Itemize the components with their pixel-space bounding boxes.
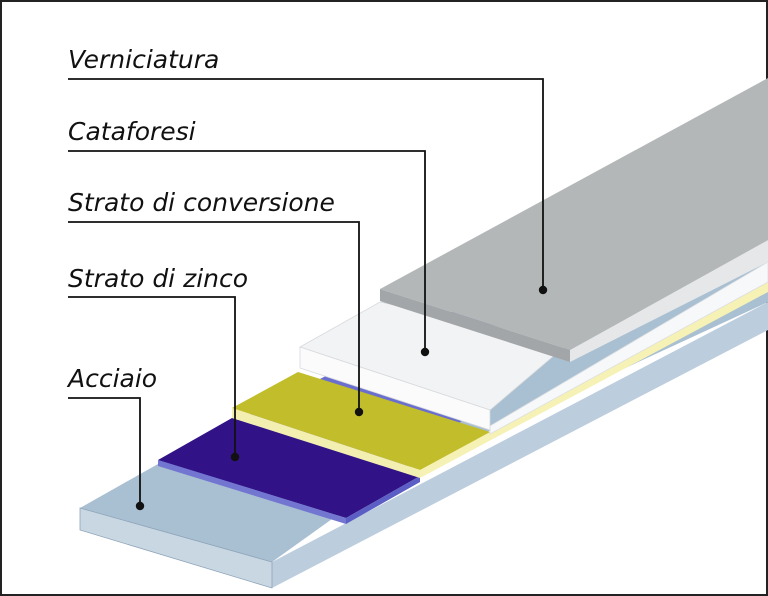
leader-zinc	[68, 296, 236, 457]
cataphoresis-front-face	[299, 346, 491, 431]
paint-side-face	[570, 240, 768, 362]
leader-paint	[68, 78, 544, 290]
dot-steel	[135, 501, 145, 511]
zinc-front-edge	[158, 460, 346, 524]
leader-dots	[135, 285, 548, 511]
cataphoresis-strip	[489, 261, 768, 435]
leader-steel	[68, 397, 141, 506]
label-steel: Acciaio	[66, 364, 157, 393]
dot-conversion	[354, 407, 364, 417]
dot-cataphoresis	[420, 347, 430, 357]
dot-paint	[538, 285, 548, 295]
leader-lines	[68, 78, 544, 506]
zinc-top-face	[158, 418, 420, 518]
steel-front-edge	[79, 507, 273, 589]
conversion-front-edge	[232, 408, 420, 478]
layer-paint	[380, 78, 768, 362]
leader-cataphoresis	[68, 150, 426, 352]
label-conversion: Strato di conversione	[68, 188, 335, 217]
label-paint: Verniciatura	[68, 45, 219, 74]
paint-top-face	[380, 78, 768, 350]
paint-front-face	[380, 289, 570, 362]
dot-zinc	[230, 452, 240, 462]
leader-conversion	[68, 221, 360, 412]
zinc-side-edge	[346, 476, 420, 524]
steel-side-face	[272, 302, 768, 588]
label-cataphoresis: Cataforesi	[68, 117, 196, 146]
steel-front-face	[80, 508, 272, 588]
conversion-top-face	[232, 372, 490, 470]
label-zinc: Strato di zinco	[68, 264, 248, 293]
